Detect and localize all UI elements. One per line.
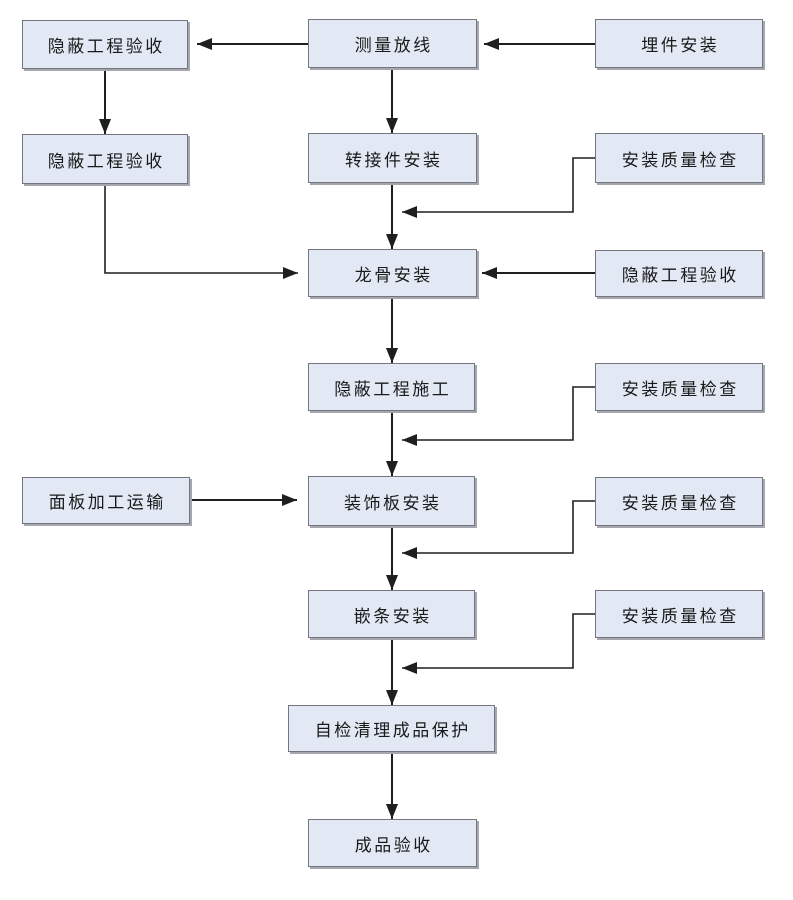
node-keel-install: 龙骨安装	[308, 249, 477, 297]
connector-qc1-to-flow	[402, 157, 595, 218]
node-final-acceptance: 成品验收	[308, 819, 477, 867]
node-hidden-acceptance-2: 隐蔽工程验收	[22, 134, 188, 184]
node-quality-check-3: 安装质量检查	[595, 477, 763, 526]
node-embed-install: 埋件安装	[595, 19, 763, 68]
node-deco-panel-install: 装饰板安装	[308, 476, 475, 526]
node-hidden-construction: 隐蔽工程施工	[308, 363, 475, 411]
node-hidden-acceptance-1: 隐蔽工程验收	[22, 20, 188, 69]
connector-qc3-to-flow	[402, 500, 595, 559]
node-quality-check-2: 安装质量检查	[595, 363, 763, 411]
node-self-check-protect: 自检清理成品保护	[288, 705, 495, 752]
connector-qc4-to-flow	[402, 613, 595, 674]
node-adapter-install: 转接件安装	[308, 133, 477, 183]
node-quality-check-1: 安装质量检查	[595, 133, 763, 183]
connector-hidden2-to-keel	[104, 185, 298, 279]
node-measure-layout: 测量放线	[308, 19, 477, 68]
node-inlay-install: 嵌条安装	[308, 590, 475, 638]
node-hidden-acceptance-3: 隐蔽工程验收	[595, 250, 763, 297]
connector-qc2-to-flow	[402, 386, 595, 446]
node-quality-check-4: 安装质量检查	[595, 590, 763, 638]
node-panel-transport: 面板加工运输	[22, 477, 190, 524]
